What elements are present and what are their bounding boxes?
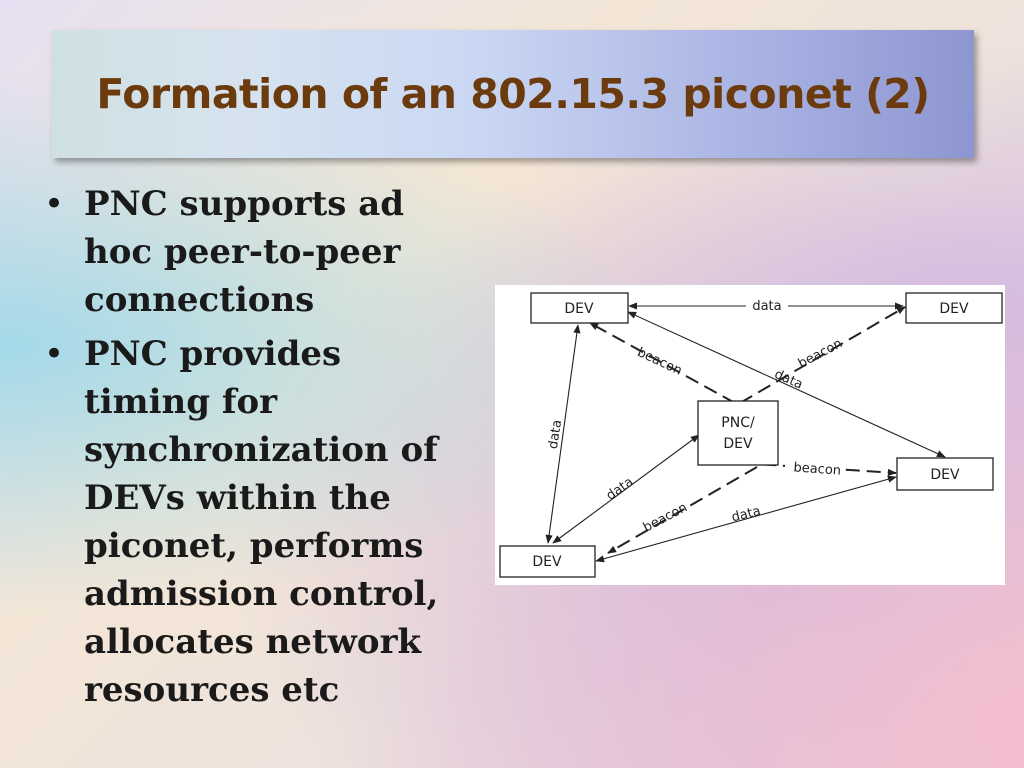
- node-label: DEV: [532, 554, 562, 570]
- edge-data-bottomleft-right: [595, 475, 897, 563]
- bullet-list: • PNC supports ad hoc peer-to-peer conne…: [38, 180, 468, 720]
- edge-label-bg: [785, 459, 845, 477]
- node-dev-top-right: DEV: [905, 292, 1003, 324]
- bullet-item-1: • PNC supports ad hoc peer-to-peer conne…: [38, 180, 468, 324]
- title-bar: Formation of an 802.15.3 piconet (2): [52, 30, 974, 158]
- bullet-item-2: • PNC provides timing for synchronizatio…: [38, 330, 468, 714]
- piconet-diagram: data beacon beacon data data data beacon…: [495, 285, 1005, 585]
- piconet-diagram-svg: data beacon beacon data data data beacon…: [499, 292, 1003, 578]
- node-dev-top-left: DEV: [530, 292, 629, 324]
- edge-label-data-diag: data: [772, 367, 805, 393]
- node-dev-bottom-left: DEV: [499, 545, 596, 578]
- edge-label-beacon-2: beacon: [796, 336, 845, 372]
- edge-label-bg: [746, 297, 788, 315]
- node-label: DEV: [564, 301, 594, 317]
- node-label: DEV: [939, 301, 969, 317]
- node-label-line-1: PNC/: [721, 415, 755, 431]
- node-label: DEV: [930, 467, 960, 483]
- edge-label-data-top: data: [752, 299, 781, 314]
- bullet-marker-icon: •: [44, 184, 65, 224]
- edge-label-beacon-4: beacon: [641, 500, 690, 536]
- node-dev-right: DEV: [896, 457, 994, 491]
- bullet-text-2: PNC provides timing for synchronization …: [84, 334, 439, 710]
- edge-label-data-lower: data: [604, 475, 637, 504]
- bullet-marker-icon: •: [44, 334, 65, 374]
- bullet-text-1: PNC supports ad hoc peer-to-peer connect…: [84, 184, 405, 320]
- edge-label-beacon-3: beacon: [793, 460, 841, 478]
- edge-label-data-bottom: data: [730, 504, 762, 526]
- edge-label-beacon-1: beacon: [635, 345, 684, 379]
- node-pnc-dev-center: PNC/ DEV: [697, 400, 779, 466]
- edge-data-topleft-right: [627, 311, 946, 458]
- edge-label-data-left: data: [546, 419, 565, 450]
- slide-title: Formation of an 802.15.3 piconet (2): [96, 70, 930, 118]
- node-label-line-2: DEV: [723, 436, 753, 452]
